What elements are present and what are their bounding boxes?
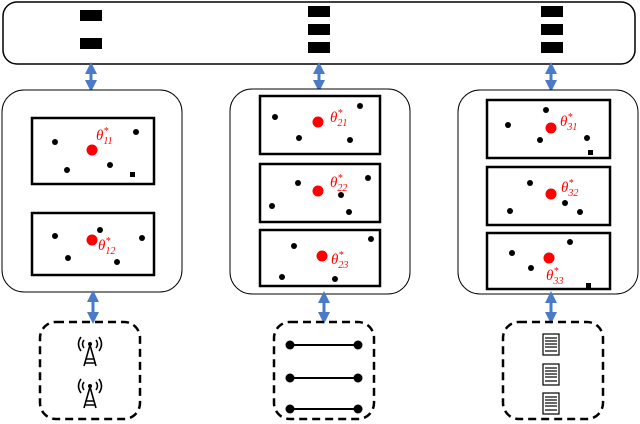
label-theta-22-sup: * (337, 173, 342, 184)
server-bar-column-2-markers (308, 6, 330, 53)
client-panel-22: θ*22 (258, 162, 382, 224)
svg-text:θ*12: θ*12 (98, 236, 115, 257)
label-theta-22-base: θ (330, 175, 338, 191)
svg-text:θ*21: θ*21 (330, 108, 347, 129)
label-theta-32-sup: * (568, 178, 573, 189)
svg-text:θ*23: θ*23 (331, 250, 348, 271)
label-theta-23-sub: 23 (338, 260, 348, 271)
svg-text:θ*22: θ*22 (330, 173, 347, 194)
label-theta-33-sub: 33 (552, 276, 563, 287)
server-bar-column-3-markers (541, 6, 563, 53)
antenna-tower-icon (77, 336, 103, 367)
device-box-3 (501, 320, 605, 421)
client-panel-11: θ*11 (30, 116, 156, 186)
linked-nodes-icon (285, 373, 363, 383)
label-theta-22-sub: 22 (337, 183, 347, 194)
server-icon (542, 363, 560, 386)
server-icon (542, 392, 560, 415)
client-panel-33: θ*33 (485, 231, 612, 291)
label-theta-31-sub: 31 (566, 122, 577, 133)
svg-text:θ*31: θ*31 (560, 112, 577, 133)
client-panel-12: θ*12 (30, 211, 156, 277)
label-theta-12-sub: 12 (105, 246, 115, 257)
device-box-1 (38, 320, 142, 421)
label-theta-21-base: θ (330, 110, 338, 126)
antenna-tower-icon (77, 378, 103, 409)
label-theta-32-sub: 32 (567, 188, 578, 199)
client-panel-31: θ*31 (485, 98, 612, 160)
linked-nodes-icon (285, 404, 363, 414)
client-panel-23: θ*23 (258, 228, 382, 288)
label-theta-32-base: θ (561, 180, 569, 196)
label-theta-31-base: θ (560, 114, 568, 130)
label-theta-12-sup: * (105, 236, 110, 247)
label-theta-33-sup: * (553, 266, 558, 277)
label-theta-11-sub: 11 (103, 136, 112, 147)
label-theta-23-base: θ (331, 252, 339, 268)
client-panel-21: θ*21 (258, 94, 382, 156)
label-theta-33-base: θ (546, 268, 554, 284)
label-theta-23-sup: * (338, 250, 343, 261)
linked-nodes-icon (285, 340, 363, 350)
label-theta-11-sup: * (103, 126, 108, 137)
label-theta-21-sub: 21 (337, 118, 347, 129)
server-bar-column-1-markers (80, 10, 102, 49)
label-theta-12-base: θ (98, 238, 106, 254)
label-theta-11-base: θ (96, 128, 104, 144)
label-theta-31-sup: * (567, 112, 572, 123)
svg-text:θ*33: θ*33 (546, 266, 563, 287)
svg-text:θ*11: θ*11 (96, 126, 113, 147)
client-panel-32: θ*32 (485, 165, 612, 227)
label-theta-21-sup: * (337, 108, 342, 119)
svg-text:θ*32: θ*32 (561, 178, 578, 199)
server-icon (542, 333, 560, 356)
device-box-2 (272, 320, 376, 421)
